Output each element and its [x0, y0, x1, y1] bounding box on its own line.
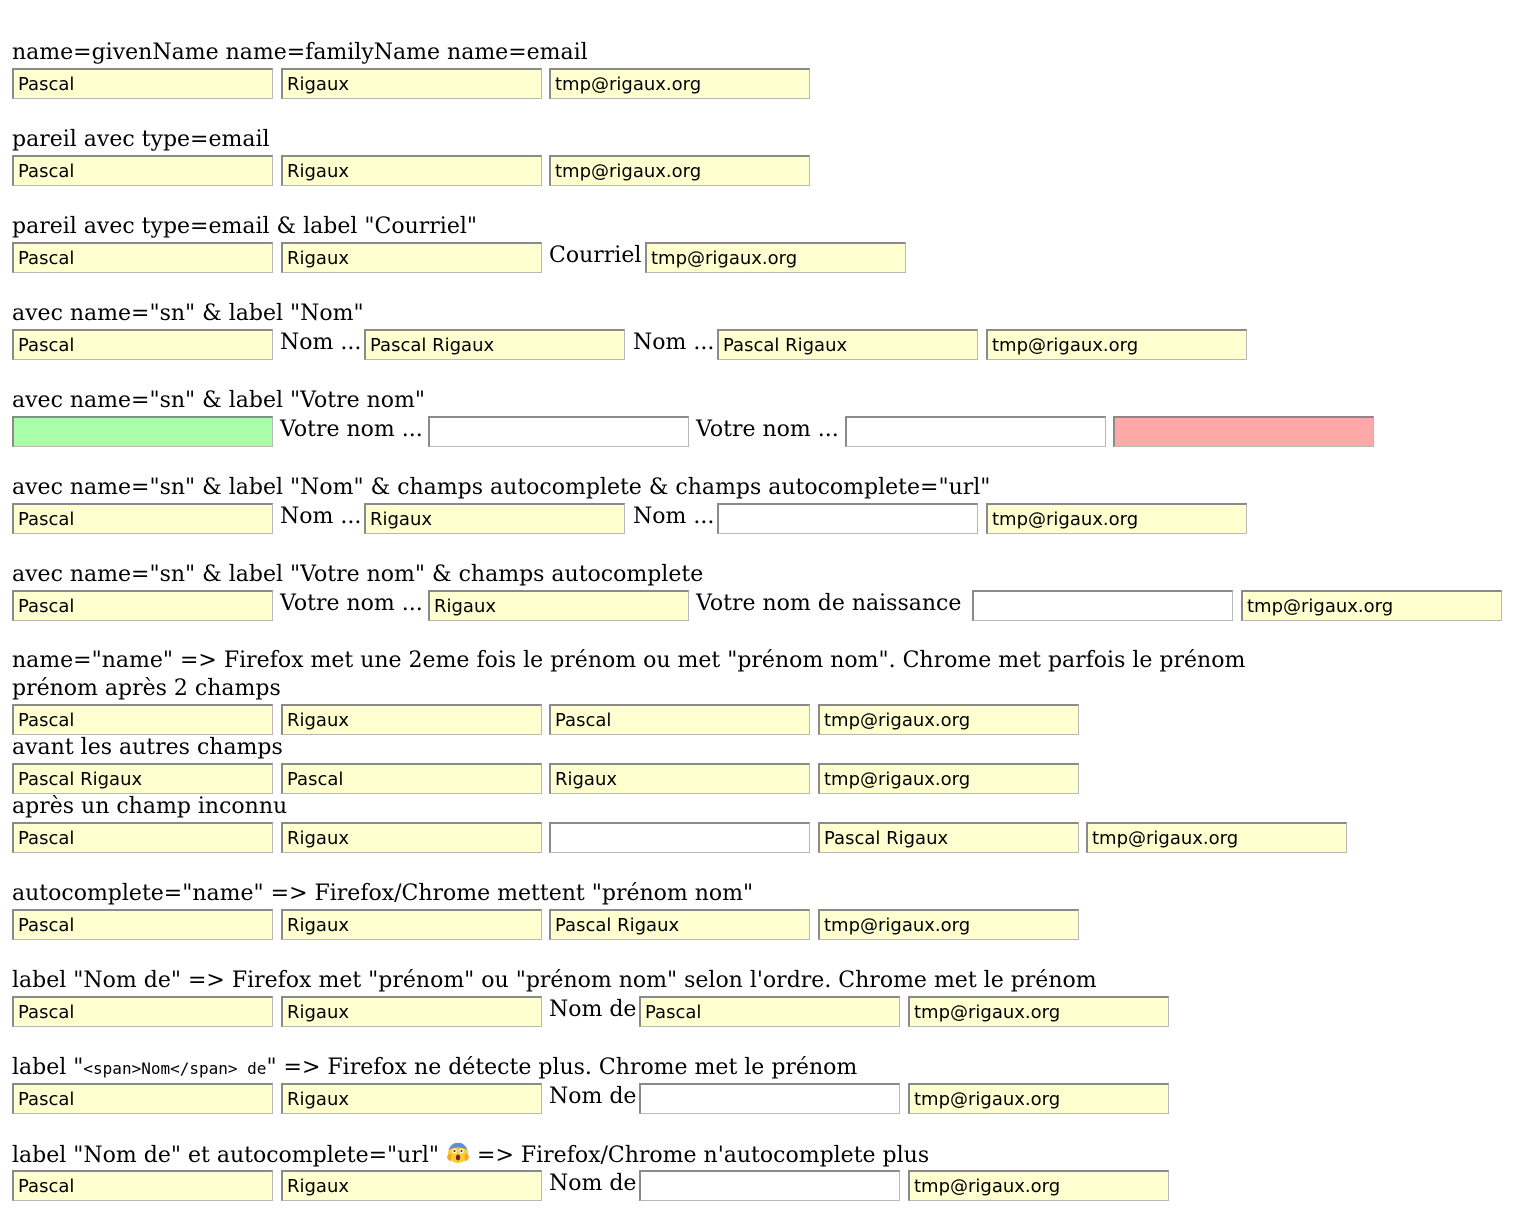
given-name-input[interactable] [12, 996, 273, 1027]
given-name-input[interactable] [12, 416, 273, 447]
given-name-input[interactable] [12, 329, 273, 360]
given-name-input[interactable] [281, 763, 542, 794]
email-input[interactable] [986, 503, 1247, 534]
section-heading: name="name" => Firefox met une 2eme fois… [12, 648, 1246, 673]
nom-de-label: Nom de [549, 1171, 637, 1196]
family-name-input[interactable] [281, 996, 542, 1027]
given-name-input[interactable] [12, 1083, 273, 1114]
family-name-input[interactable] [281, 704, 542, 735]
section-heading: avec name="sn" & label "Nom" & champs au… [12, 475, 991, 500]
given-name-input[interactable] [12, 68, 273, 99]
heading-prefix: label " [12, 1055, 84, 1080]
email-input[interactable] [908, 1083, 1169, 1114]
given-name-input[interactable] [12, 590, 273, 621]
family-name-input[interactable] [281, 909, 542, 940]
sn-input[interactable] [364, 329, 625, 360]
votre-nom-label: Votre nom ... [696, 417, 839, 442]
email-input[interactable] [818, 909, 1079, 940]
votre-nom-label: Votre nom ... [280, 417, 423, 442]
nom-de-label: Nom de [549, 1084, 637, 1109]
unknown-input[interactable] [549, 822, 810, 853]
name-input[interactable] [12, 763, 273, 794]
nom-de-input[interactable] [639, 996, 900, 1027]
sn-input[interactable] [845, 416, 1106, 447]
votre-nom-label: Votre nom ... [280, 591, 423, 616]
section-heading: avec name="sn" & label "Votre nom" [12, 388, 426, 413]
heading-code: <span>Nom</span> de [83, 1059, 267, 1078]
email-input[interactable] [818, 763, 1079, 794]
heading-suffix: " => Firefox ne détecte plus. Chrome met… [266, 1055, 858, 1080]
nom-label: Nom ... [633, 504, 715, 529]
given-name-input[interactable] [12, 242, 273, 273]
nom-de-label: Nom de [549, 997, 637, 1022]
email-input[interactable] [908, 1170, 1169, 1201]
family-name-input[interactable] [281, 68, 542, 99]
family-name-input[interactable] [281, 1170, 542, 1201]
heading-prefix: label "Nom de" et autocomplete="url" [12, 1143, 447, 1168]
nom-de-input[interactable] [639, 1083, 900, 1114]
email-input[interactable] [549, 68, 810, 99]
subsection-heading: après un champ inconnu [12, 794, 288, 819]
heading-suffix: => Firefox/Chrome n'autocomplete plus [470, 1143, 930, 1168]
given-name-input[interactable] [12, 704, 273, 735]
courriel-label: Courriel [549, 243, 642, 268]
section-heading: name=givenName name=familyName name=emai… [12, 40, 588, 65]
family-name-input[interactable] [281, 242, 542, 273]
section-heading: label "Nom de" et autocomplete="url" => … [12, 1141, 929, 1170]
email-input[interactable] [549, 155, 810, 186]
email-input[interactable] [1241, 590, 1502, 621]
email-input[interactable] [986, 329, 1247, 360]
nom-label: Nom ... [633, 330, 715, 355]
email-input[interactable] [908, 996, 1169, 1027]
given-name-input[interactable] [12, 1170, 273, 1201]
sn-input[interactable] [428, 590, 689, 621]
section-heading: avec name="sn" & label "Nom" [12, 301, 364, 326]
sn-input[interactable] [428, 416, 689, 447]
sn-input[interactable] [364, 503, 625, 534]
section-heading: pareil avec type=email [12, 127, 270, 152]
birth-name-input[interactable] [972, 590, 1233, 621]
url-input[interactable] [717, 503, 978, 534]
nom-de-input[interactable] [639, 1170, 900, 1201]
email-input[interactable] [1086, 822, 1347, 853]
family-name-input[interactable] [549, 763, 810, 794]
section-heading: avec name="sn" & label "Votre nom" & cha… [12, 562, 704, 587]
votre-nom-naissance-label: Votre nom de naissance [696, 591, 962, 616]
email-input[interactable] [1113, 416, 1374, 447]
email-input[interactable] [645, 242, 906, 273]
given-name-input[interactable] [12, 909, 273, 940]
subsection-heading: avant les autres champs [12, 735, 283, 760]
sn-input[interactable] [717, 329, 978, 360]
subsection-heading: prénom après 2 champs [12, 676, 281, 701]
name-input[interactable] [549, 909, 810, 940]
section-heading: autocomplete="name" => Firefox/Chrome me… [12, 881, 754, 906]
nom-label: Nom ... [280, 504, 362, 529]
name-input[interactable] [818, 822, 1079, 853]
section-heading: label "<span>Nom</span> de" => Firefox n… [12, 1054, 857, 1083]
name-input[interactable] [549, 704, 810, 735]
family-name-input[interactable] [281, 155, 542, 186]
email-input[interactable] [818, 704, 1079, 735]
given-name-input[interactable] [12, 822, 273, 853]
section-heading: label "Nom de" => Firefox met "prénom" o… [12, 968, 1097, 993]
section-heading: pareil avec type=email & label "Courriel… [12, 214, 478, 239]
face-screaming-in-fear-icon [446, 1141, 470, 1163]
family-name-input[interactable] [281, 1083, 542, 1114]
nom-label: Nom ... [280, 330, 362, 355]
family-name-input[interactable] [281, 822, 542, 853]
given-name-input[interactable] [12, 503, 273, 534]
given-name-input[interactable] [12, 155, 273, 186]
